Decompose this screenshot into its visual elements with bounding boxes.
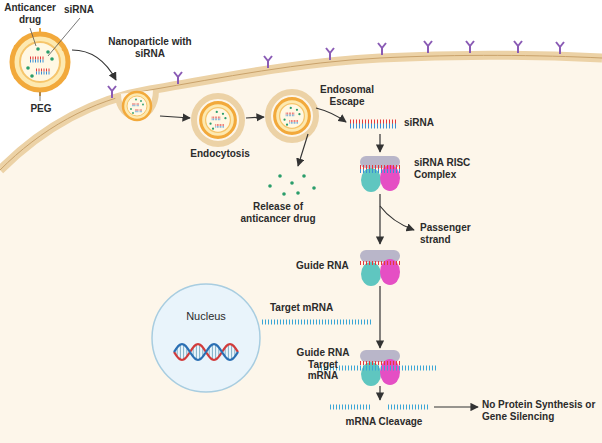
- label: Target mRNA: [270, 302, 350, 314]
- label: siRNA RISC Complex: [414, 157, 486, 180]
- label: PEG: [26, 103, 56, 115]
- label: Guide RNA Target mRNA: [292, 347, 354, 382]
- nucleus-circle: Nucleus: [150, 282, 262, 394]
- label: siRNA: [404, 117, 444, 129]
- label: Endosomal Escape: [316, 84, 378, 107]
- label: mRNA Cleavage: [336, 416, 432, 428]
- label: siRNA: [64, 4, 104, 16]
- nucleus-outline: [150, 282, 262, 394]
- label: No Protein Synthesis or Gene Silencing: [482, 399, 598, 422]
- label: Passenger strand: [420, 222, 492, 245]
- label: Anticancer drug: [2, 2, 58, 25]
- label: Nanoparticle with siRNA: [104, 36, 196, 59]
- label: Endocytosis: [178, 148, 262, 160]
- label: Release of anticancer drug: [232, 201, 324, 224]
- label: Guide RNA: [296, 260, 358, 272]
- node-label: Nucleus: [150, 310, 262, 322]
